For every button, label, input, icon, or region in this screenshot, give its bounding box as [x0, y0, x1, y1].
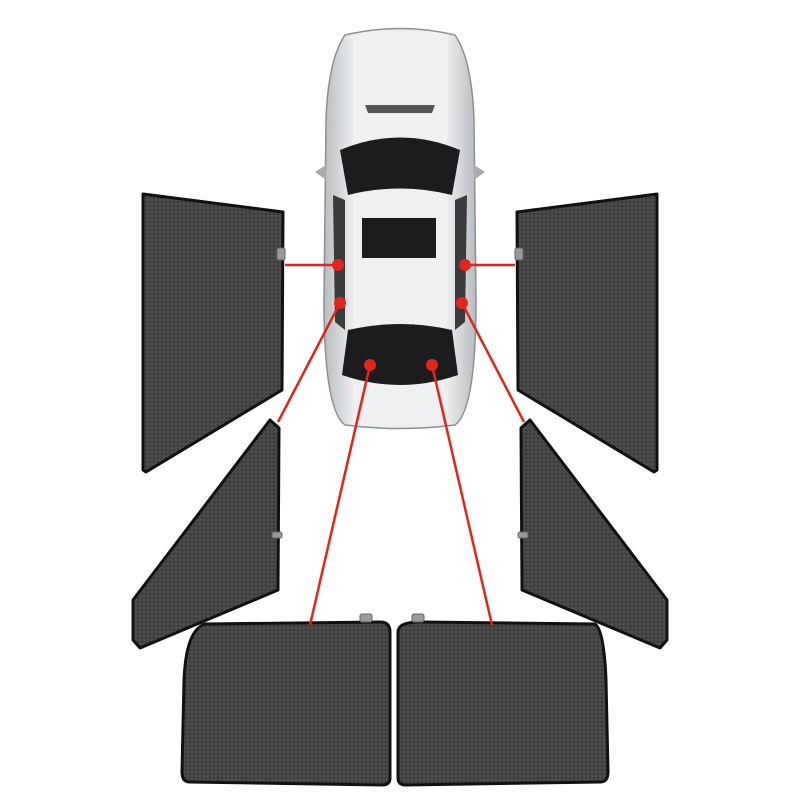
callout-dot — [334, 297, 346, 309]
clip-icon — [276, 247, 286, 261]
shade-front-left — [141, 192, 285, 474]
clip-icon — [514, 247, 524, 261]
callout-dot — [332, 259, 344, 271]
shade-back-left — [180, 620, 392, 787]
shade-back-right — [396, 620, 610, 787]
clip-icon — [271, 531, 283, 539]
shade-rear-left — [131, 418, 281, 650]
callout-dot — [456, 297, 468, 309]
clip-icon — [517, 531, 529, 539]
clip-icon — [411, 613, 425, 623]
car-sunroof — [362, 218, 436, 258]
car-hood-vent — [365, 105, 435, 113]
shade-front-right — [515, 192, 659, 474]
callout-line — [276, 302, 342, 423]
car-top-view — [315, 27, 485, 430]
car-rear-window — [342, 324, 458, 385]
car-windshield — [340, 137, 460, 195]
clip-icon — [359, 613, 373, 623]
callout-dot — [426, 359, 438, 371]
car-mirror-left — [315, 165, 326, 180]
callout-dot — [459, 259, 471, 271]
callout-line — [460, 302, 526, 423]
callout-dot — [364, 359, 376, 371]
shade-rear-right — [519, 418, 669, 650]
callout-line — [430, 364, 494, 626]
car-mirror-right — [474, 165, 485, 180]
callout-line — [308, 364, 372, 626]
